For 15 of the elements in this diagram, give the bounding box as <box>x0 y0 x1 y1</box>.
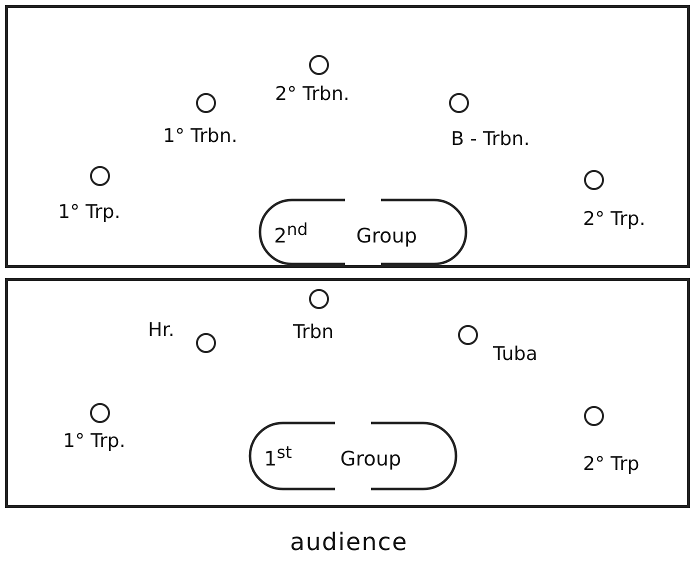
instrument-label: 2° Trp. <box>583 208 646 230</box>
group-label: 1$^{st}$ Group <box>264 442 402 471</box>
instrument-label: 1° Trp. <box>58 201 120 223</box>
instrument-label: Trbn <box>293 321 334 343</box>
instrument-label: B - Trbn. <box>451 128 530 150</box>
instrument-label: Hr. <box>148 319 174 341</box>
group-label: 2$^{nd}$ Group <box>274 219 418 248</box>
audience-label: audience <box>290 528 408 556</box>
stage-area <box>5 5 690 268</box>
instrument-label: Tuba <box>493 343 538 365</box>
instrument-label: 2° Trp <box>583 453 640 475</box>
instrument-label: 2° Trbn. <box>275 83 350 105</box>
stage-area <box>5 278 690 508</box>
instrument-label: 1° Trbn. <box>163 125 238 147</box>
instrument-label: 1° Trp. <box>63 430 126 452</box>
